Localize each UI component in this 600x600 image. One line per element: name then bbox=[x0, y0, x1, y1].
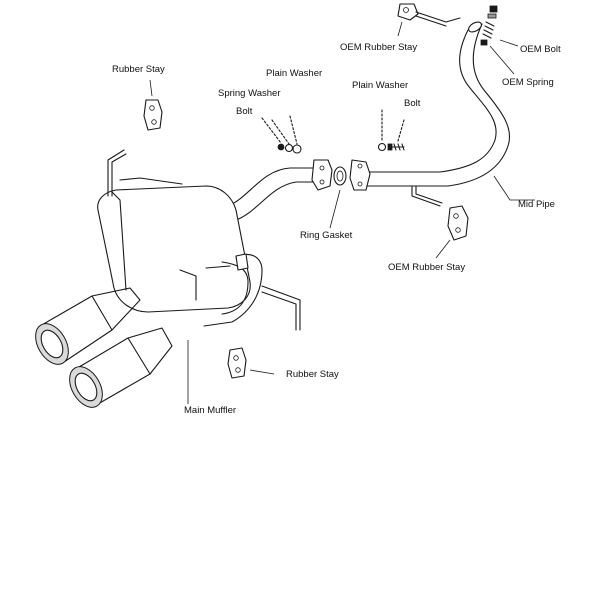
label-bolt-right: Bolt bbox=[404, 98, 421, 109]
ring-gasket bbox=[333, 166, 347, 186]
oem-rubber-stay-mid bbox=[447, 205, 469, 241]
label-mid-pipe: Mid Pipe bbox=[518, 199, 555, 210]
rubber-stay-bottom-part bbox=[227, 347, 247, 379]
label-spring-washer: Spring Washer bbox=[218, 88, 281, 99]
leader-lines bbox=[149, 21, 535, 404]
label-rubber-stay-left: Rubber Stay bbox=[112, 64, 165, 75]
label-oem-bolt: OEM Bolt bbox=[520, 44, 561, 55]
label-bolt-left: Bolt bbox=[236, 106, 253, 117]
tail-pipes bbox=[35, 287, 173, 408]
mid-pipe-flange bbox=[349, 159, 371, 191]
label-rubber-stay-bottom: Rubber Stay bbox=[286, 369, 339, 380]
main-muffler bbox=[97, 149, 301, 331]
oem-rubber-stay-top bbox=[397, 3, 461, 27]
label-oem-rubber-stay-mid: OEM Rubber Stay bbox=[388, 262, 466, 273]
label-oem-rubber-stay-top: OEM Rubber Stay bbox=[340, 42, 418, 53]
mid-pipe bbox=[361, 21, 511, 207]
label-main-muffler: Main Muffler bbox=[184, 405, 237, 416]
right-hardware bbox=[377, 109, 405, 152]
label-oem-spring: OEM Spring bbox=[502, 77, 554, 88]
label-plain-washer-left: Plain Washer bbox=[266, 68, 323, 79]
label-ring-gasket: Ring Gasket bbox=[300, 230, 353, 241]
left-hardware bbox=[261, 115, 302, 154]
label-plain-washer-right: Plain Washer bbox=[352, 80, 409, 91]
oem-bolt-spring bbox=[480, 5, 498, 46]
rubber-stay-left-part bbox=[143, 99, 163, 131]
